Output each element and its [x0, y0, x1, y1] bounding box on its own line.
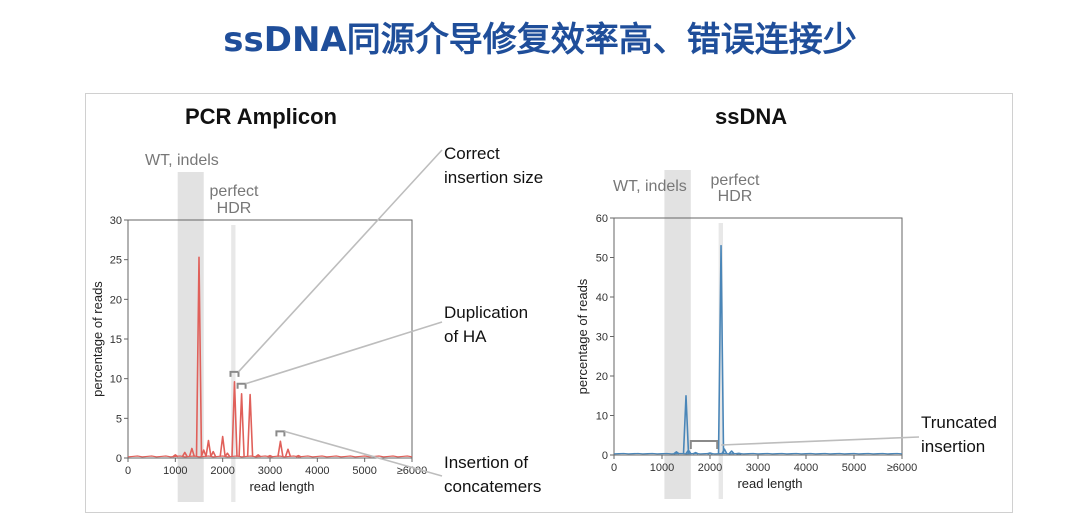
perfect-hdr-region: [718, 223, 723, 499]
annotation-duplication-of-ha: Duplication of HA: [444, 301, 528, 349]
y-tick-label: 0: [602, 450, 608, 462]
series-peak: [277, 440, 284, 457]
y-tick-label: 25: [110, 255, 122, 267]
series-peak: [219, 435, 226, 457]
series-peak: [717, 244, 725, 454]
series-peak: [181, 451, 188, 458]
series-baseline: [127, 455, 413, 458]
series-peak: [267, 454, 273, 458]
annotation-line: of HA: [444, 327, 487, 346]
x-tick-label: ≥6000: [887, 462, 918, 474]
series-peak: [224, 452, 231, 458]
perfect-label: perfect: [711, 172, 760, 189]
y-tick-label: 20: [596, 371, 608, 383]
plot-frame: [127, 219, 413, 459]
annotation-line: Truncated: [921, 413, 997, 432]
callout-bracket: [236, 382, 247, 389]
plot-frame: [613, 217, 903, 456]
callout-leader-line: [245, 321, 443, 385]
callout-leader-line: [721, 436, 920, 446]
x-axis-label: read length: [249, 479, 314, 494]
series-peak: [707, 452, 713, 455]
annotation-line: insertion: [921, 437, 986, 456]
y-tick-label: 10: [110, 374, 122, 386]
series-peak: [246, 393, 254, 457]
callout-leader-line: [237, 149, 443, 373]
y-tick-label: 40: [596, 292, 608, 304]
x-tick-label: 2000: [698, 462, 722, 474]
series-peak: [692, 451, 699, 455]
y-tick-label: 30: [110, 215, 122, 227]
series-peak: [195, 256, 203, 457]
x-tick-label: 4000: [305, 465, 329, 477]
x-tick-label: ≥6000: [397, 465, 428, 477]
annotation-correct-insertion-size: Correct insertion size: [444, 142, 543, 190]
series-peak: [673, 451, 680, 455]
y-tick-label: 10: [596, 411, 608, 423]
annotation-line: insertion size: [444, 168, 544, 187]
x-tick-label: 1000: [650, 462, 674, 474]
series-peak: [188, 447, 196, 458]
x-tick-label: 3000: [746, 462, 770, 474]
hdr-label: HDR: [217, 200, 252, 217]
series-peak: [172, 454, 179, 458]
ssdna-chart-title: ssDNA: [715, 104, 788, 129]
y-tick-label: 5: [116, 413, 122, 425]
annotation-line: Insertion of: [444, 453, 529, 472]
x-tick-label: 0: [611, 462, 617, 474]
annotation-truncated-insertion: Truncated insertion: [921, 411, 997, 459]
series-peak: [284, 448, 292, 458]
x-tick-label: 5000: [352, 465, 376, 477]
x-tick-label: 4000: [794, 462, 818, 474]
x-tick-label: 1000: [163, 465, 187, 477]
perfect-label: perfect: [210, 183, 259, 200]
perfect-hdr-region: [231, 225, 236, 502]
series-peak: [231, 381, 238, 457]
wt-indels-label: WT, indels: [613, 178, 687, 195]
y-tick-label: 15: [110, 334, 122, 346]
y-tick-label: 20: [110, 294, 122, 306]
x-tick-label: 5000: [842, 462, 866, 474]
wt-indels-label: WT, indels: [145, 152, 219, 169]
x-tick-label: 2000: [210, 465, 234, 477]
series-peak: [682, 394, 690, 454]
series-peak: [721, 448, 728, 455]
series-peak: [295, 454, 302, 458]
y-axis-label: percentage of reads: [90, 281, 105, 397]
series-peak: [255, 454, 262, 458]
y-tick-label: 30: [596, 332, 608, 344]
wt-indels-region: [664, 170, 691, 499]
y-tick-label: 0: [116, 453, 122, 465]
y-tick-label: 60: [596, 213, 608, 225]
pcr-chart-title: PCR Amplicon: [185, 104, 337, 129]
callout-bracket: [275, 430, 286, 437]
callout-bracket: [229, 370, 240, 377]
series-peak: [205, 439, 212, 457]
x-tick-label: 0: [125, 465, 131, 477]
x-tick-label: 3000: [258, 465, 282, 477]
annotation-line: Duplication: [444, 303, 529, 322]
x-axis-label: read length: [737, 476, 802, 491]
callout-bracket: [689, 440, 719, 449]
annotation-line: concatemers: [444, 477, 542, 496]
annotation-insertion-of-concatemers: Insertion of concatemers: [444, 451, 541, 499]
annotation-line: Correct: [444, 144, 500, 163]
series-peak: [200, 449, 207, 458]
y-axis-label: percentage of reads: [575, 278, 590, 394]
slide-title: ssDNA同源介导修复效率高、错误连接少: [223, 20, 857, 60]
callout-leader-line: [284, 430, 443, 477]
y-tick-label: 50: [596, 253, 608, 265]
series-peak: [685, 449, 692, 455]
series-peak: [209, 450, 217, 458]
hdr-label: HDR: [718, 188, 753, 205]
series-peak: [238, 392, 245, 457]
series-peak: [728, 450, 735, 455]
